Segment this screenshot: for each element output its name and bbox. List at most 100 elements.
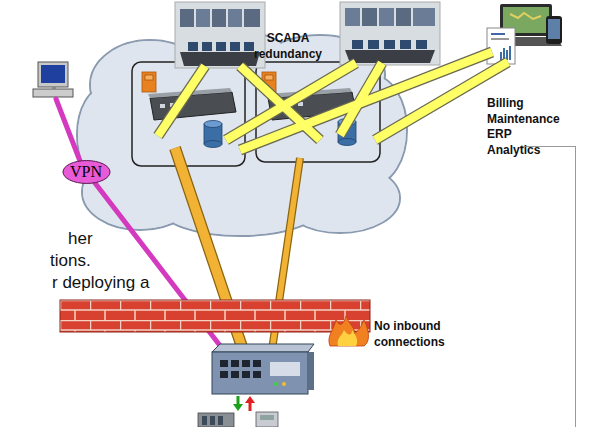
business-apps-photo-part (548, 19, 560, 39)
separator-line (520, 146, 576, 427)
gateway-device-part (212, 344, 314, 352)
control-room-photo-part (244, 9, 260, 27)
gateway-device-part (270, 362, 300, 376)
control-room-photo-part (345, 8, 360, 26)
gateway-device-part (220, 360, 228, 367)
cloud-icon-part (145, 75, 153, 80)
business-apps-photo-part (506, 50, 508, 60)
database-cylinder-part (204, 121, 222, 128)
business-apps-photo (487, 4, 562, 64)
control-room-photo-part (368, 40, 379, 49)
plc-device-part (218, 416, 223, 425)
data-arrow (233, 396, 255, 411)
control-room-photo-part (384, 40, 395, 49)
control-room-photo-part (396, 8, 411, 26)
business-apps-photo-part (510, 13, 541, 19)
control-room-photo-part (202, 42, 212, 51)
control-room-photo-part (352, 40, 363, 49)
control-room-photo (340, 2, 440, 65)
ellipse-shape (62, 161, 109, 184)
gateway-device-part (274, 382, 278, 386)
fire-icon (329, 316, 369, 346)
link-bar-part (240, 52, 492, 150)
control-room-photo-part (362, 8, 377, 26)
gateway-device-part (212, 352, 308, 394)
database-cylinder-part (338, 139, 356, 146)
plc-device-part (260, 415, 274, 420)
control-room-photo-part (180, 52, 260, 66)
business-apps-photo-part (487, 28, 515, 64)
plc-device-part (202, 416, 207, 425)
link-bar (158, 52, 508, 150)
control-room-photo-part (416, 40, 427, 49)
cloud-icon-part (265, 75, 273, 80)
link-bar-part (158, 66, 205, 136)
gateway-device-part (308, 352, 314, 390)
slide-text-fragment: r deploying a (50, 272, 151, 294)
firewall-part (60, 300, 370, 332)
plc-device-part (198, 413, 234, 427)
business-apps-photo-part (491, 33, 505, 35)
link-bar-outline-part (240, 52, 492, 150)
gateway-device-part (231, 360, 239, 367)
slide-text-fragment: her (66, 228, 95, 250)
annotation-label: No inbound connections (374, 319, 458, 350)
control-room-photo-part (340, 2, 440, 65)
node-label: VPN (70, 163, 102, 181)
link-bar-outline (158, 52, 508, 150)
data-arrow-part (237, 396, 240, 405)
control-room-photo-part (400, 40, 411, 49)
firewall (60, 300, 370, 332)
data-arrow-part (245, 396, 255, 403)
control-room-photo-part (180, 9, 194, 27)
gateway-device-part (220, 371, 228, 378)
gateway-device-part (253, 371, 261, 378)
control-room-photo-part (379, 8, 394, 26)
control-room-photo-part (230, 42, 240, 51)
vpn-line-part (56, 99, 80, 161)
plc-device-part (210, 416, 215, 425)
annotation-label: SCADA redundancy (254, 31, 322, 62)
gateway-device-part (242, 371, 250, 378)
control-room-photo-part (188, 42, 198, 51)
link-bar-outline-part (158, 66, 205, 136)
control-room-photo (175, 2, 265, 68)
control-room-photo-part (228, 9, 242, 27)
data-arrow-part (233, 404, 243, 411)
fire-icon-part (329, 316, 369, 346)
control-room-photo-part (413, 8, 435, 26)
server-appliance-part (160, 104, 165, 108)
control-room-photo-part (345, 50, 435, 63)
control-room-photo-part (175, 2, 265, 68)
desktop-computer-part (38, 62, 68, 87)
database-cylinder-part (204, 141, 222, 148)
fire-icon-part (338, 330, 358, 346)
gateway-device-part (253, 360, 261, 367)
desktop-computer-part (52, 87, 56, 89)
plc-device (198, 412, 278, 427)
desktop-computer (33, 62, 73, 97)
separator-line-part (575, 146, 576, 427)
gateway-device (212, 344, 314, 394)
control-room-photo-part (244, 42, 254, 51)
data-arrow-part (249, 402, 252, 411)
cloud-fill-part (110, 62, 380, 218)
control-room-photo-part (212, 9, 226, 27)
annotation-label: Billing Maintenance ERP Analytics (487, 96, 560, 158)
desktop-computer-part (33, 89, 73, 97)
gateway-device-part (231, 371, 239, 378)
control-room-photo-part (216, 42, 226, 51)
business-apps-photo-part (546, 16, 562, 44)
control-room-photo-part (196, 9, 210, 27)
business-apps-photo-part (509, 46, 511, 60)
slide-text-fragment: tions. (48, 250, 93, 272)
business-apps-photo-part (500, 52, 502, 60)
gateway-device-part (242, 360, 250, 367)
plc-device-part (256, 412, 278, 427)
datacenter-box-part (132, 62, 245, 166)
cloud-icon-part (142, 72, 156, 92)
business-apps-photo-part (491, 38, 509, 40)
